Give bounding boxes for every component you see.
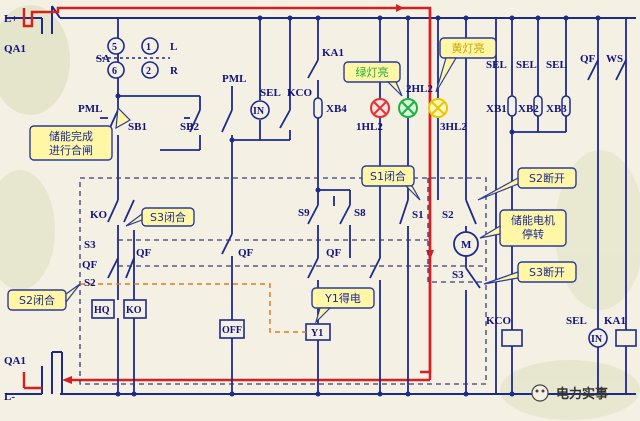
callout-store-done-text: 储能完成进行合闸 [49,129,93,157]
label-xb4: XB4 [326,103,347,115]
label-qf-b: QF [136,247,152,259]
label-sa-r: R [170,65,179,77]
label-qf-d: QF [326,247,342,259]
callout-s3-close: S3闭合 [125,207,195,227]
sa-selector [96,37,170,79]
label-qf-a: QF [82,259,98,271]
label-qf-top: QF [580,53,596,65]
callout-yellow-on: 黄灯亮 [435,37,497,93]
label-l-plus: L+ [4,13,18,25]
label-ko: KO [90,209,108,221]
lamp-red [370,98,390,118]
label-s2: S2 [442,209,454,221]
label-ws: WS [606,53,623,65]
label-xb1: XB1 [486,103,507,115]
label-ka1-bottom: KA1 [604,315,626,327]
label-sa-6: 6 [112,66,117,77]
label-sa-1: 1 [146,42,151,53]
watermark-text: 电力实事 [556,386,608,402]
label-ka1-top: KA1 [322,47,344,59]
label-kco-1: KCO [287,87,313,99]
label-s1: S1 [412,209,424,221]
label-sa-5: 5 [112,42,117,53]
callout-green-on-text: 绿灯亮 [356,65,389,79]
callout-s2-close: S2闭合 [7,283,81,311]
label-pml-left: PML [78,103,102,115]
callout-store-done: 储能完成进行合闸 [29,106,131,161]
label-in-right: IN [591,334,603,345]
label-pml-mid: PML [222,73,246,85]
label-s9: S9 [298,207,310,219]
label-off: OFF [222,325,242,336]
callout-s2-close-text: S2闭合 [19,293,55,307]
xb-links [313,95,571,119]
callout-s1-close: S1闭合 [361,165,421,201]
label-sb1: SB1 [128,121,147,133]
callout-motor-stop-text: 储能电机停转 [511,213,555,241]
dashed-orange-link [80,283,306,333]
callout-yellow-on-text: 黄灯亮 [452,41,485,55]
label-3hl2: 3HL2 [440,121,467,133]
callout-s2-open-text: S2断开 [529,171,565,185]
label-qa1-top: QA1 [4,43,26,55]
label-s2-left: S2 [84,277,96,289]
label-s8: S8 [354,207,366,219]
label-2hl2: 2HL2 [406,83,433,95]
label-l-minus: L- [4,391,15,403]
label-qf-c: QF [238,247,254,259]
label-sa: SA [96,53,110,65]
callout-s3-close-text: S3闭合 [150,210,186,224]
switch-contacts [100,59,627,289]
callout-s2-open: S2断开 [477,167,577,201]
label-xb2: XB2 [518,103,539,115]
label-y1: Y1 [311,328,323,339]
label-ko-box: KO [126,305,142,316]
label-kco-2: KCO [486,315,512,327]
label-s3-right: S3 [452,269,464,281]
callout-green-on: 绿灯亮 [343,61,403,97]
callout-motor-stop: 储能电机停转 [479,209,567,247]
in-indicators [250,100,608,348]
junctions [115,15,601,397]
callout-y1-powered-text: Y1得电 [324,292,361,305]
qa1-bottom-switch [6,351,63,395]
label-sb2: SB2 [180,121,199,133]
label-sel-4: SEL [546,59,567,71]
label-sel-2: SEL [486,59,507,71]
label-in-left: IN [253,106,265,117]
dashed-frames [79,177,487,385]
label-hq: HQ [94,305,110,316]
callout-s1-close-text: S1闭合 [370,169,406,183]
label-sel-1: SEL [260,87,281,99]
coils [91,299,637,347]
callout-y1-powered: Y1得电 [311,287,375,325]
label-xb3: XB3 [546,103,567,115]
lamp-green [398,98,418,118]
watermark: 电力实事 [531,384,608,402]
motor [453,231,479,257]
label-sa-2: 2 [146,66,151,77]
label-1hl2: 1HL2 [356,121,383,133]
label-sel-5: SEL [566,315,587,327]
callout-s3-open-text: S3断开 [529,265,565,279]
callout-s3-open: S3断开 [483,261,577,285]
lamp-yellow [428,98,448,118]
label-s3: S3 [84,239,96,251]
label-sel-3: SEL [516,59,537,71]
labels: L+ L- QA1 QA1 SA 5 1 6 2 L R PML PML SB1… [4,13,626,403]
label-sa-l: L [170,41,177,53]
label-qa1-bottom: QA1 [4,355,26,367]
label-m: M [461,239,472,251]
